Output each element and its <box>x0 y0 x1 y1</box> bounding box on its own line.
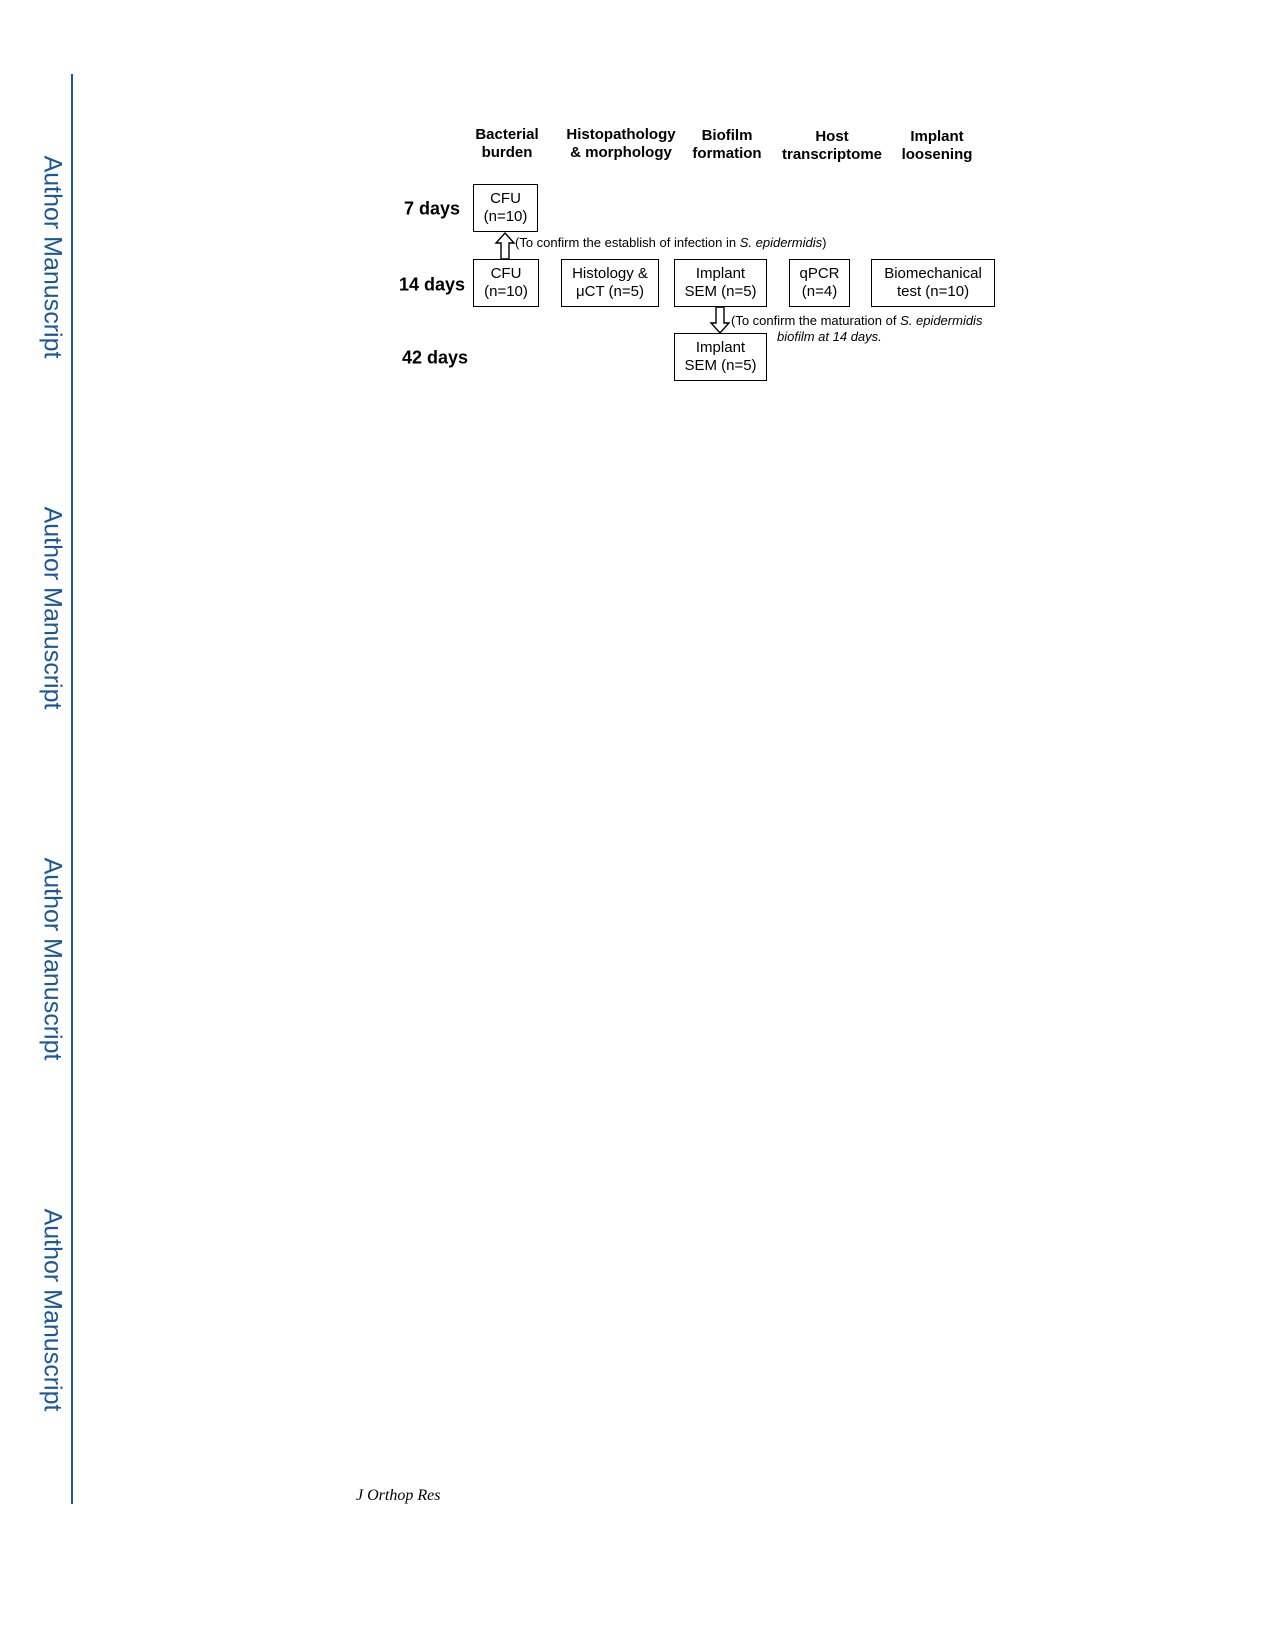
note-infection: (To confirm the establish of infection i… <box>515 235 827 250</box>
down-arrow-icon <box>709 306 731 335</box>
header-bacterial-burden: Bacterial burden <box>475 126 539 161</box>
margin-rule <box>71 74 73 1504</box>
journal-footer: J Orthop Res <box>356 1487 441 1504</box>
up-arrow-icon <box>494 231 516 260</box>
box-cfu-14-days: CFU (n=10) <box>473 259 539 307</box>
row-label-14-days: 14 days <box>399 274 466 295</box>
note-maturation-line1: (To confirm the maturation of S. epiderm… <box>731 313 983 328</box>
row-label-42-days: 42 days <box>402 347 469 368</box>
box-cfu-7-days: CFU (n=10) <box>473 184 538 232</box>
box-implant-sem-42: Implant SEM (n=5) <box>674 333 767 381</box>
note-maturation-line2: biofilm at 14 days. <box>777 329 882 344</box>
box-biomechanical: Biomechanical test (n=10) <box>871 259 995 307</box>
header-implant-loosening: Implant loosening <box>901 128 973 163</box>
box-histology: Histology & μCT (n=5) <box>561 259 659 307</box>
box-implant-sem-14: Implant SEM (n=5) <box>674 259 767 307</box>
header-histopathology: Histopathology & morphology <box>566 126 676 161</box>
header-host-transcriptome: Host transcriptome <box>781 128 883 163</box>
header-biofilm: Biofilm formation <box>692 127 762 162</box>
box-qpcr: qPCR (n=4) <box>789 259 850 307</box>
row-label-7-days: 7 days <box>404 198 461 219</box>
